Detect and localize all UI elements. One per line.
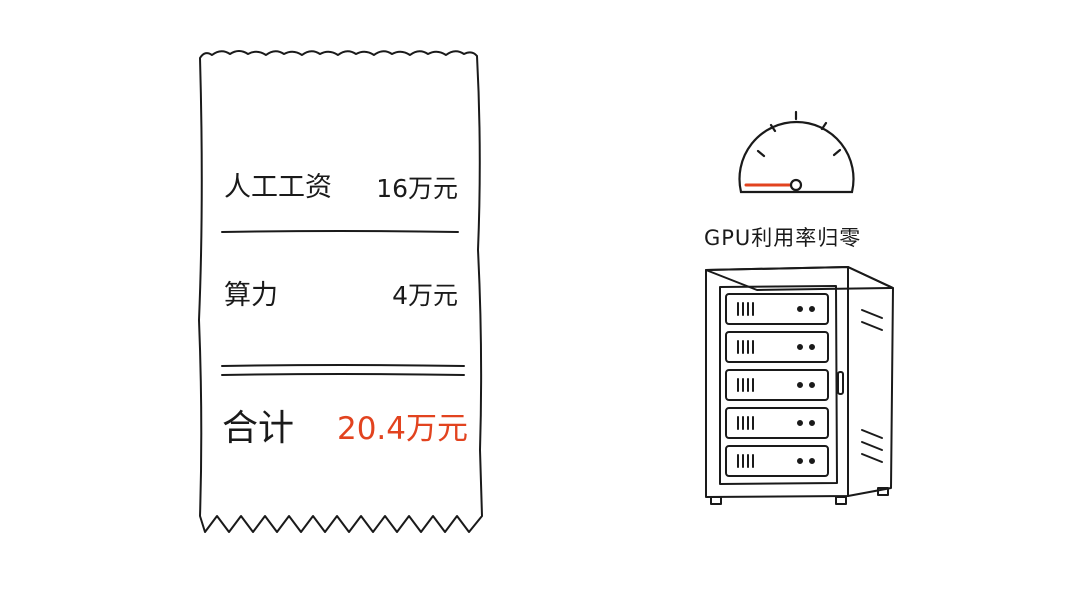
- server-unit-led: [809, 306, 815, 312]
- side-vent: [861, 309, 883, 319]
- rack-foot: [710, 496, 722, 505]
- receipt-total-value: 20.4万元: [336, 411, 468, 447]
- rack-door-frame: [719, 285, 838, 485]
- rack-foot: [877, 487, 889, 496]
- receipt-total-label: 合计: [222, 408, 295, 449]
- receipt-double-line-top: [221, 364, 465, 367]
- receipt-item-label-wages: 人工工资: [224, 172, 332, 203]
- side-vent: [861, 441, 883, 451]
- gauge-pivot: [789, 178, 803, 192]
- rack-units: [725, 293, 829, 477]
- side-vent: [861, 429, 883, 439]
- gauge: [738, 110, 855, 194]
- rack-foot: [835, 496, 847, 505]
- server-unit-body: [725, 445, 829, 477]
- receipt-item-value-compute: 4万元: [392, 281, 458, 310]
- server-unit-led: [809, 344, 815, 350]
- server-unit-led: [797, 344, 803, 350]
- server-unit-led: [797, 458, 803, 464]
- side-vent: [861, 321, 883, 331]
- gauge-tick: [769, 123, 777, 133]
- server-unit-led: [809, 382, 815, 388]
- server-unit: [725, 331, 829, 363]
- server-unit: [725, 369, 829, 401]
- receipt-double-line-bottom: [221, 373, 465, 376]
- gauge-tick: [832, 148, 842, 157]
- receipt-item-value-wages: 16万元: [376, 174, 458, 203]
- server-rack: [705, 266, 894, 505]
- server-unit-led: [797, 420, 803, 426]
- receipt: [198, 50, 483, 533]
- server-unit-body: [725, 293, 829, 325]
- side-vent: [861, 453, 883, 463]
- server-unit-body: [725, 407, 829, 439]
- server-unit-led: [809, 458, 815, 464]
- server-unit-body: [725, 369, 829, 401]
- server-unit-body: [725, 331, 829, 363]
- rack-front: [705, 266, 849, 498]
- server-unit: [725, 445, 829, 477]
- receipt-paper: [198, 50, 483, 533]
- server-unit-led: [809, 420, 815, 426]
- server-unit: [725, 407, 829, 439]
- gauge-label: GPU利用率归零: [704, 226, 862, 250]
- server-unit: [725, 293, 829, 325]
- server-unit-led: [797, 306, 803, 312]
- gauge-dial: [738, 120, 855, 194]
- receipt-divider: [221, 230, 459, 233]
- gauge-tick: [756, 149, 766, 158]
- door-handle: [837, 371, 844, 395]
- gauge-tick: [820, 121, 828, 131]
- rack-side: [847, 266, 894, 497]
- receipt-item-label-compute: 算力: [224, 280, 278, 311]
- server-unit-led: [797, 382, 803, 388]
